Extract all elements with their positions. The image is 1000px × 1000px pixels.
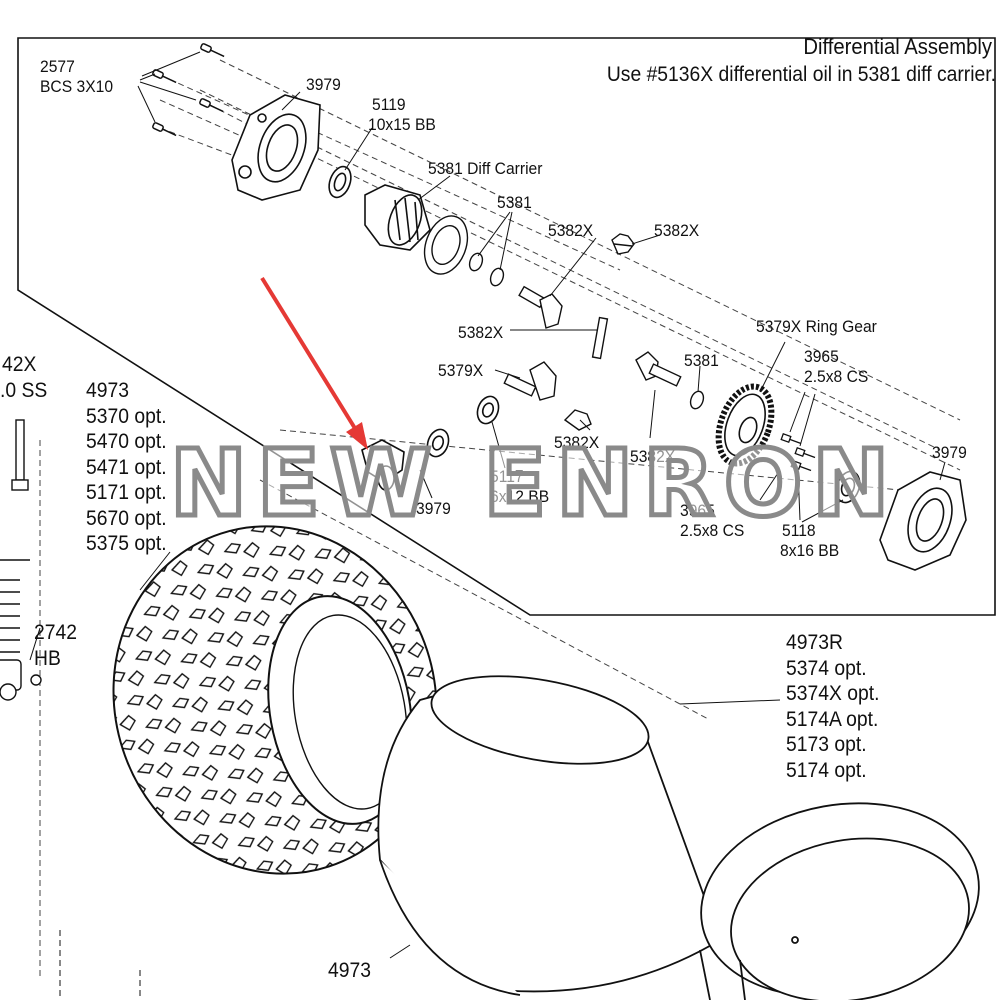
subtitle: Use #5136X differential oil in 5381 diff… [606, 63, 996, 86]
tire-part: 5470 opt. [86, 430, 167, 453]
label-cup: 3979 [416, 499, 451, 518]
wheel-rim [699, 802, 980, 1000]
tire-part: 5370 opt. [86, 404, 167, 428]
bearing-8x16 [835, 470, 861, 504]
label-wheel-bottom: 4973 [328, 959, 371, 982]
tire-part: 5171 opt. [86, 481, 167, 504]
tire-part: 5471 opt. [86, 455, 167, 479]
output-cup [361, 439, 405, 491]
side-gear-upper [518, 285, 563, 329]
carrier-gasket [423, 215, 469, 275]
label-cs-bottom: 3965 [680, 501, 715, 520]
wheel-part: 5374 opt. [786, 656, 867, 680]
label-carrier-small: 5381 [497, 193, 532, 212]
dashed-frame-lower [59, 930, 141, 1000]
label-hb-b: HB [34, 647, 61, 670]
spider-gear-top [611, 233, 635, 255]
screw-leader-lines [137, 51, 201, 123]
tire-part: 5670 opt. [86, 506, 167, 530]
wheel-part: 5174A opt. [786, 707, 879, 731]
red-pointer-arrow [260, 276, 368, 450]
gear-housing-top [231, 94, 321, 201]
screw-set [152, 43, 225, 137]
label-housing-top: 3979 [306, 75, 341, 94]
tire [112, 525, 438, 875]
label-shock-b: .0 SS [0, 379, 48, 402]
label-bearing-mid: 5117 [490, 467, 524, 486]
label-diff-carrier: 5381 Diff Carrier [428, 159, 543, 178]
diff-carrier [364, 184, 431, 251]
side-gear-lower [503, 361, 557, 401]
label-housing-right: 3979 [932, 443, 967, 462]
wheel-part: 4973R [786, 631, 843, 654]
bearing-6x12 [426, 395, 500, 458]
cap-screws [780, 432, 816, 472]
cross-pin [591, 316, 609, 360]
label-spider-low2: 5382X [630, 447, 676, 466]
label-spider-a: 5382X [548, 221, 594, 240]
label-spider-b: 5382X [654, 221, 700, 240]
wheel-leader-lines [29, 551, 781, 959]
tire-part-list: 4973 5370 opt. 5470 opt. 5471 opt. 5171 … [86, 378, 167, 557]
wheel-part: 5173 opt. [786, 733, 867, 756]
label-pinion-right: 5381 [684, 351, 719, 370]
label-ring-gear: 5379X Ring Gear [756, 317, 877, 336]
label-bearing-mid-sub: 6x12 BB [490, 487, 550, 506]
leader-lines [281, 91, 946, 523]
tire-part: 5375 opt. [86, 532, 167, 555]
wheel-part-list: 4973R 5374 opt. 5374X opt. 5174A opt. 51… [786, 630, 879, 783]
foam-insert [377, 675, 722, 996]
label-hb-a: 2742 [34, 621, 77, 644]
tire-part: 4973 [86, 379, 129, 402]
label-spider-low: 5382X [554, 433, 600, 452]
label-cs-top-sub: 2.5x8 CS [804, 367, 869, 386]
wheel-part: 5174 opt. [786, 758, 867, 782]
wheel-part: 5374X opt. [786, 682, 880, 705]
title: Differential Assembly [803, 34, 992, 59]
watermark: NEW ENRON [168, 428, 900, 540]
label-bearing-top: 5119 [372, 95, 406, 114]
label-cs-top: 3965 [804, 347, 839, 366]
label-cs-bottom-sub: 2.5x8 CS [680, 521, 745, 540]
label-screws-sub: BCS 3X10 [40, 77, 114, 96]
washer-set [468, 252, 705, 410]
label-bearing-right: 5118 [782, 521, 816, 540]
bearing-10x15 [328, 165, 352, 199]
pinion-gear [635, 351, 682, 387]
label-bearing-top-sub: 10x15 BB [368, 115, 436, 134]
label-bearing-right-sub: 8x16 BB [780, 541, 840, 560]
shock-absorber [0, 419, 42, 701]
gear-housing-right [879, 471, 967, 571]
label-screws: 2577 [40, 57, 75, 76]
label-pinion-mid: 5379X [438, 361, 484, 380]
label-pin: 5382X [458, 323, 504, 342]
label-shock-a: 42X [2, 353, 37, 376]
ring-gear [715, 383, 775, 467]
